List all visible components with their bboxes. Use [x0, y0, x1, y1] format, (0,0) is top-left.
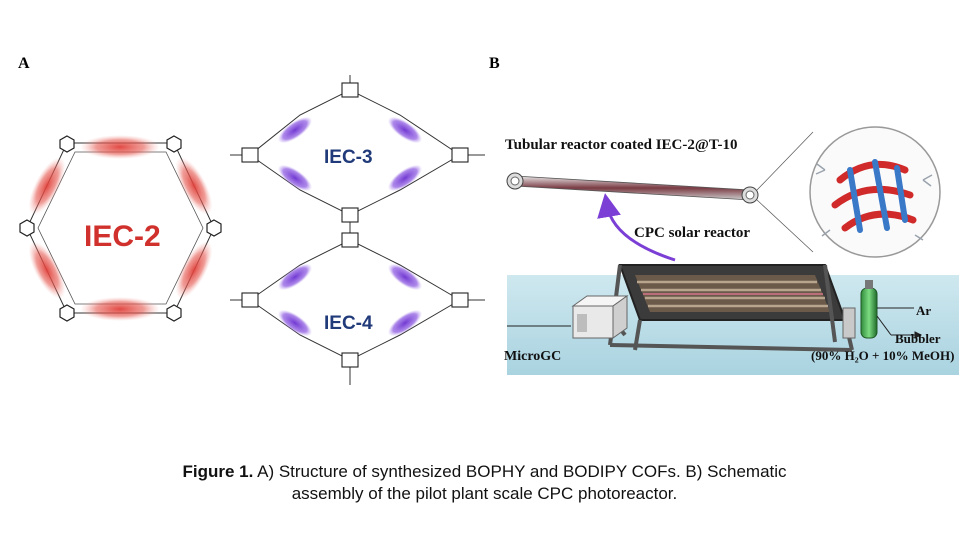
cpc-reactor-label: CPC solar reactor [634, 225, 751, 241]
iec3-label: IEC-3 [324, 147, 373, 168]
figure-caption: Figure 1. A) Structure of synthesized BO… [0, 461, 969, 505]
cpc-reactor [603, 264, 854, 352]
tubular-reactor-label: Tubular reactor coated IEC-2@T-10 [505, 137, 738, 153]
caption-line-2: assembly of the pilot plant scale CPC ph… [291, 484, 678, 503]
iec2-label: IEC-2 [84, 220, 161, 253]
mixture-label: (90% H₂O + 10% MeOH) [811, 348, 955, 363]
zoom-lines [756, 131, 814, 253]
transfer-arrow [597, 193, 676, 262]
iec34-nodes [241, 82, 469, 368]
ar-label: Ar [916, 303, 932, 318]
cof-inset [809, 126, 941, 258]
iec34-framework [230, 75, 485, 385]
panel-a-structures [19, 75, 485, 385]
panel-letter-b: B [489, 55, 500, 72]
tubular-reactor [506, 172, 759, 204]
microgc-label: MicroGC [504, 349, 562, 364]
panel-letter-a: A [18, 55, 30, 72]
caption-line-1: A) Structure of synthesized BOPHY and BO… [253, 462, 787, 481]
iec4-label: IEC-4 [324, 313, 373, 334]
iec2-linker-rings [19, 135, 222, 322]
gas-supply [842, 280, 878, 339]
iec34-purple-units [277, 116, 423, 337]
iec2-red-units [28, 135, 213, 321]
bubbler-label: Bubbler [895, 331, 941, 346]
microgc-unit [571, 295, 629, 339]
panel-b-schematic [506, 126, 959, 375]
connector-lines [507, 307, 923, 339]
figure-number: Figure 1. [182, 462, 254, 481]
